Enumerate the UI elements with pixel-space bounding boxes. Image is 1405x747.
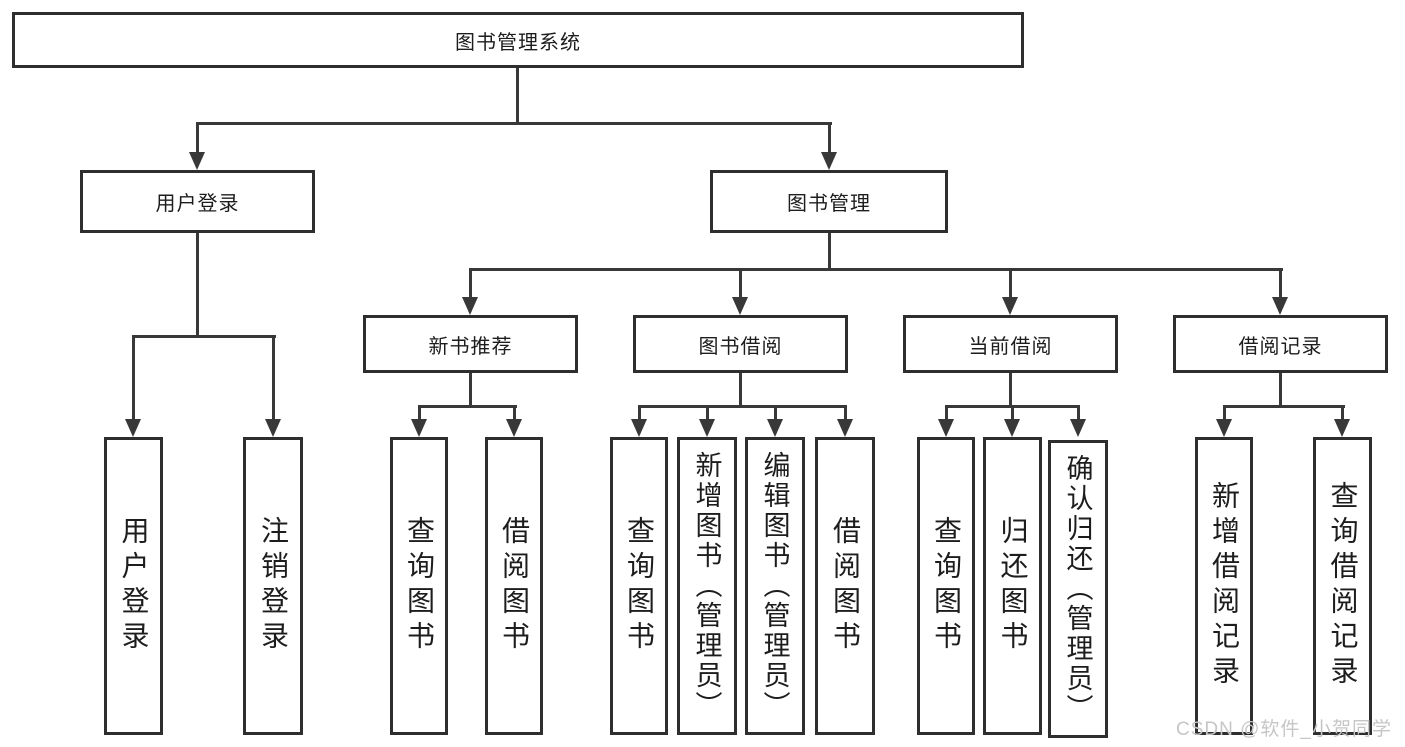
arrow-down-icon (837, 419, 853, 437)
connector-line (469, 268, 472, 298)
connector-line (1279, 268, 1282, 298)
connector-line (828, 233, 831, 270)
node-leaf-return-books: 归还图书 (983, 437, 1042, 735)
node-current-borrow: 当前借阅 (903, 315, 1118, 373)
connector-line (196, 233, 199, 337)
connector-line (132, 335, 135, 420)
arrow-down-icon (938, 419, 954, 437)
connector-line (469, 268, 1283, 271)
node-leaf-confirm-return-admin: 确认归还（管理员） (1048, 440, 1108, 738)
arrow-down-icon (631, 419, 647, 437)
arrow-down-icon (821, 152, 837, 170)
node-leaf-query-borrow-record: 查询借阅记录 (1313, 437, 1372, 735)
connector-line (513, 405, 516, 420)
connector-line (774, 405, 777, 420)
connector-line (469, 373, 472, 407)
node-leaf-add-book-admin: 新增图书（管理员） (677, 437, 737, 735)
arrow-down-icon (462, 297, 478, 315)
arrow-down-icon (1334, 419, 1350, 437)
connector-line (1009, 268, 1012, 298)
connector-line (196, 122, 199, 153)
connector-line (1223, 405, 1226, 420)
connector-line (196, 122, 832, 125)
connector-line (1279, 373, 1282, 407)
connector-line (638, 405, 847, 408)
connector-line (739, 373, 742, 407)
node-leaf-user-login: 用户登录 (104, 437, 163, 735)
connector-line (418, 405, 517, 408)
connector-line (945, 405, 948, 420)
arrow-down-icon (1070, 419, 1086, 437)
connector-line (1009, 373, 1012, 407)
watermark: CSDN @软件_小贺同学 (1176, 719, 1392, 740)
connector-line (418, 405, 421, 420)
connector-line (516, 68, 519, 122)
node-leaf-logout: 注销登录 (243, 437, 303, 735)
node-leaf-borrow-books: 借阅图书 (815, 437, 875, 735)
node-leaf-edit-book-admin: 编辑图书（管理员） (745, 437, 805, 735)
node-book-management: 图书管理 (710, 170, 948, 233)
connector-line (739, 268, 742, 298)
arrow-down-icon (1004, 419, 1020, 437)
arrow-down-icon (265, 419, 281, 437)
connector-line (1223, 405, 1345, 408)
node-root: 图书管理系统 (12, 12, 1024, 68)
node-leaf-borrow-books-recommend: 借阅图书 (485, 437, 543, 735)
arrow-down-icon (732, 297, 748, 315)
arrow-down-icon (699, 419, 715, 437)
connector-line (828, 122, 831, 153)
node-new-book-recommend: 新书推荐 (363, 315, 578, 373)
connector-line (706, 405, 709, 420)
connector-line (844, 405, 847, 420)
connector-line (1077, 405, 1080, 420)
node-leaf-query-books-recommend: 查询图书 (390, 437, 448, 735)
connector-line (1011, 405, 1014, 420)
node-leaf-add-borrow-record: 新增借阅记录 (1195, 437, 1253, 735)
node-leaf-query-books-borrow: 查询图书 (610, 437, 668, 735)
arrow-down-icon (1272, 297, 1288, 315)
arrow-down-icon (411, 419, 427, 437)
arrow-down-icon (767, 419, 783, 437)
arrow-down-icon (125, 419, 141, 437)
arrow-down-icon (189, 152, 205, 170)
connector-line (638, 405, 641, 420)
connector-line (1341, 405, 1344, 420)
connector-line (272, 335, 275, 420)
connector-line (132, 335, 276, 338)
node-borrow-records: 借阅记录 (1173, 315, 1388, 373)
arrow-down-icon (506, 419, 522, 437)
arrow-down-icon (1216, 419, 1232, 437)
node-book-borrow: 图书借阅 (633, 315, 848, 373)
node-user-login: 用户登录 (80, 170, 315, 233)
node-leaf-query-books-current: 查询图书 (917, 437, 975, 735)
arrow-down-icon (1002, 297, 1018, 315)
